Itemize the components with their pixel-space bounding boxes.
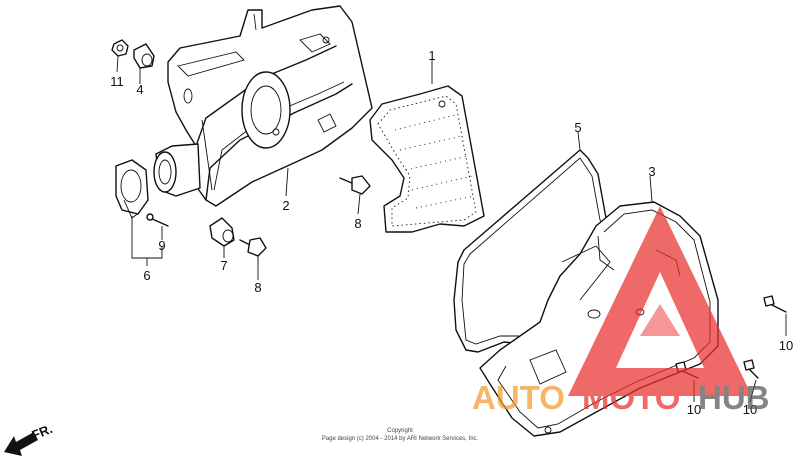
watermark-hub: HUB	[698, 379, 770, 416]
callout-3: 3	[648, 164, 655, 179]
callout-1: 1	[428, 48, 435, 63]
callout-8-lower: 8	[254, 280, 261, 295]
screw-9	[146, 213, 169, 227]
arrow-icon	[4, 432, 38, 456]
bolt-8-upper	[339, 175, 371, 195]
callout-8-upper: 8	[354, 216, 361, 231]
callout-9: 9	[158, 238, 165, 253]
watermark-auto: AUTO	[472, 379, 565, 416]
front-direction-indicator: FR.	[4, 421, 55, 456]
air-filter-element	[369, 85, 485, 233]
watermark-moto: MOTO	[582, 379, 680, 416]
collar-7	[209, 217, 235, 247]
callout-7: 7	[220, 258, 227, 273]
intake-tube	[153, 143, 201, 197]
callout-5: 5	[574, 120, 581, 135]
callout-6: 6	[143, 268, 150, 283]
callout-10-right: 10	[779, 338, 793, 353]
collar-4	[133, 43, 155, 69]
callout-11: 11	[110, 74, 124, 89]
copyright-notice: Copyright Page design (c) 2004 - 2014 by…	[322, 428, 479, 442]
callout-10-mid: 10	[687, 402, 701, 417]
watermark-triangle-icon	[568, 206, 752, 396]
connecting-band	[115, 159, 149, 219]
callout-2: 2	[282, 198, 289, 213]
watermark-logo: AUTO MOTO HUB	[472, 206, 770, 416]
bolt-8-lower	[239, 237, 267, 257]
copyright-title: Copyright	[387, 428, 413, 434]
front-label: FR.	[30, 421, 55, 443]
screw-10-right	[763, 295, 787, 313]
nut-11	[111, 39, 129, 57]
screw-10-low	[743, 359, 759, 379]
callout-numbers: 1 2 3 4 5 6 7 8 8 9 10 10 10 11	[110, 48, 793, 417]
copyright-text: Page design (c) 2004 - 2014 by ARI Netwo…	[322, 436, 479, 442]
callout-10-low: 10	[743, 402, 757, 417]
callout-4: 4	[136, 82, 143, 97]
air-cleaner-case	[167, 5, 373, 207]
